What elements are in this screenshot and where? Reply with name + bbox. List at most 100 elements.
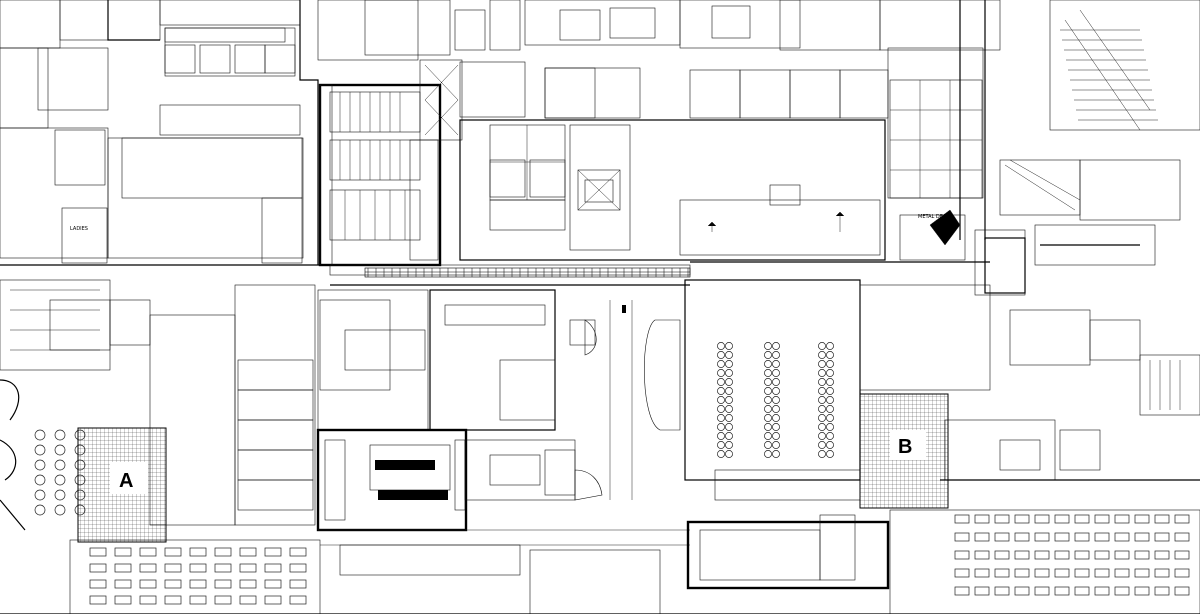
ladies-label: LADIES	[70, 226, 88, 232]
dining-table	[139, 563, 157, 573]
dining-table	[1074, 550, 1090, 560]
round-table	[818, 450, 826, 458]
dining-table	[1054, 532, 1070, 542]
dining-table	[1034, 532, 1050, 542]
round-table	[772, 423, 780, 431]
dining-table	[1134, 550, 1150, 560]
round-table	[717, 351, 725, 359]
round-table	[717, 432, 725, 440]
round-table	[717, 378, 725, 386]
dining-table	[1034, 550, 1050, 560]
round-table	[818, 342, 826, 350]
dining-table	[1074, 586, 1090, 596]
dining-table	[1114, 532, 1130, 542]
dining-table	[1014, 550, 1030, 560]
dining-table	[1014, 586, 1030, 596]
dining-table	[974, 568, 990, 578]
round-table	[717, 441, 725, 449]
dining-table	[164, 547, 182, 557]
dining-table	[114, 595, 132, 605]
dining-table	[954, 532, 970, 542]
round-table	[772, 387, 780, 395]
dining-table	[264, 579, 282, 589]
dining-table	[239, 595, 257, 605]
kitchen-block	[316, 428, 690, 546]
round-table	[818, 396, 826, 404]
dining-table	[994, 514, 1010, 524]
round-table	[725, 387, 733, 395]
round-table	[772, 378, 780, 386]
dining-table	[139, 595, 157, 605]
dining-table	[289, 595, 307, 605]
round-table	[772, 351, 780, 359]
round-table	[725, 423, 733, 431]
dining-table	[239, 579, 257, 589]
dining-table	[994, 586, 1010, 596]
south-dining-tables	[89, 547, 307, 605]
round-table	[826, 414, 834, 422]
dining-table	[1154, 550, 1170, 560]
dining-table	[114, 563, 132, 573]
round-table	[34, 429, 46, 441]
northeast-stair-rows	[1060, 29, 1158, 121]
dining-table	[264, 563, 282, 573]
dining-table	[1174, 514, 1190, 524]
dining-table	[954, 586, 970, 596]
dining-table	[89, 547, 107, 557]
round-table	[818, 432, 826, 440]
central-corridor	[0, 261, 990, 286]
dining-table	[1094, 586, 1110, 596]
round-table	[826, 342, 834, 350]
dining-table	[1054, 550, 1070, 560]
zone-b[interactable]: B	[859, 393, 949, 509]
dining-table	[1134, 568, 1150, 578]
dining-table	[114, 547, 132, 557]
round-table	[717, 396, 725, 404]
round-table	[725, 378, 733, 386]
round-table	[772, 450, 780, 458]
round-table	[725, 441, 733, 449]
round-table	[54, 504, 66, 516]
dining-table	[974, 532, 990, 542]
round-table	[717, 405, 725, 413]
dining-table	[1094, 568, 1110, 578]
dining-table	[1174, 550, 1190, 560]
zone-b-label: B	[898, 436, 912, 458]
dining-table	[1074, 532, 1090, 542]
round-table	[826, 351, 834, 359]
dining-table	[1014, 568, 1030, 578]
round-table	[764, 378, 772, 386]
round-table	[725, 369, 733, 377]
dining-table	[264, 547, 282, 557]
round-table	[818, 378, 826, 386]
east-dining-tables	[954, 514, 1190, 596]
round-table	[725, 342, 733, 350]
round-table	[764, 351, 772, 359]
round-table	[54, 459, 66, 471]
dining-table	[1054, 514, 1070, 524]
zone-a[interactable]: A	[77, 427, 167, 543]
dining-table	[1014, 532, 1030, 542]
round-table	[717, 360, 725, 368]
dining-table	[1094, 514, 1110, 524]
round-table	[764, 414, 772, 422]
round-table	[764, 387, 772, 395]
dining-table	[189, 547, 207, 557]
dining-table	[954, 514, 970, 524]
dining-table	[214, 595, 232, 605]
round-table	[34, 444, 46, 456]
round-table	[34, 459, 46, 471]
round-table	[772, 441, 780, 449]
dining-table	[994, 532, 1010, 542]
round-table	[826, 432, 834, 440]
dining-table	[239, 547, 257, 557]
dining-table	[1134, 514, 1150, 524]
west-wing	[0, 279, 429, 526]
round-table	[725, 450, 733, 458]
round-table	[826, 441, 834, 449]
round-table	[818, 423, 826, 431]
round-table	[764, 432, 772, 440]
round-table	[725, 432, 733, 440]
dining-table	[89, 579, 107, 589]
dining-table	[189, 595, 207, 605]
